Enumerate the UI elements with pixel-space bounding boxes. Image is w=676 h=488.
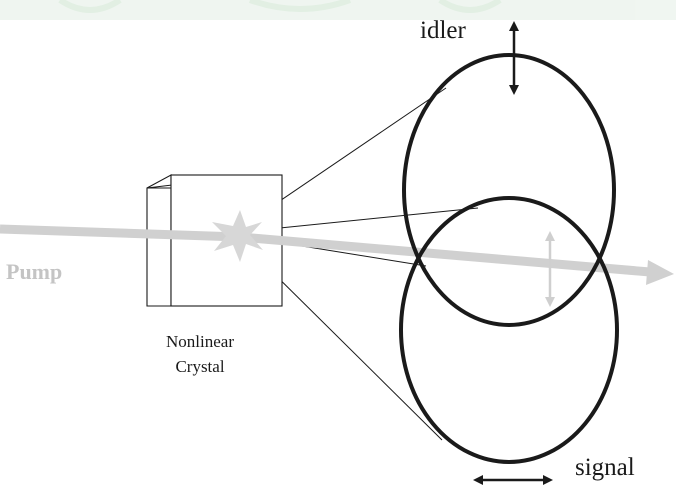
starburst-icon — [212, 210, 263, 262]
pump-beam — [0, 224, 674, 285]
signal-label: signal — [575, 454, 635, 481]
pump-arrowhead — [646, 260, 674, 285]
crystal-label-line2: Crystal — [175, 357, 224, 376]
background-watermark — [0, 0, 676, 20]
pump-label: Pump — [6, 259, 62, 284]
crystal-label-line1: Nonlinear — [166, 332, 234, 351]
signal-ring — [399, 196, 619, 464]
idler-label: idler — [420, 17, 466, 44]
idler-ring — [402, 53, 616, 327]
crystal-front-face — [146, 174, 172, 307]
